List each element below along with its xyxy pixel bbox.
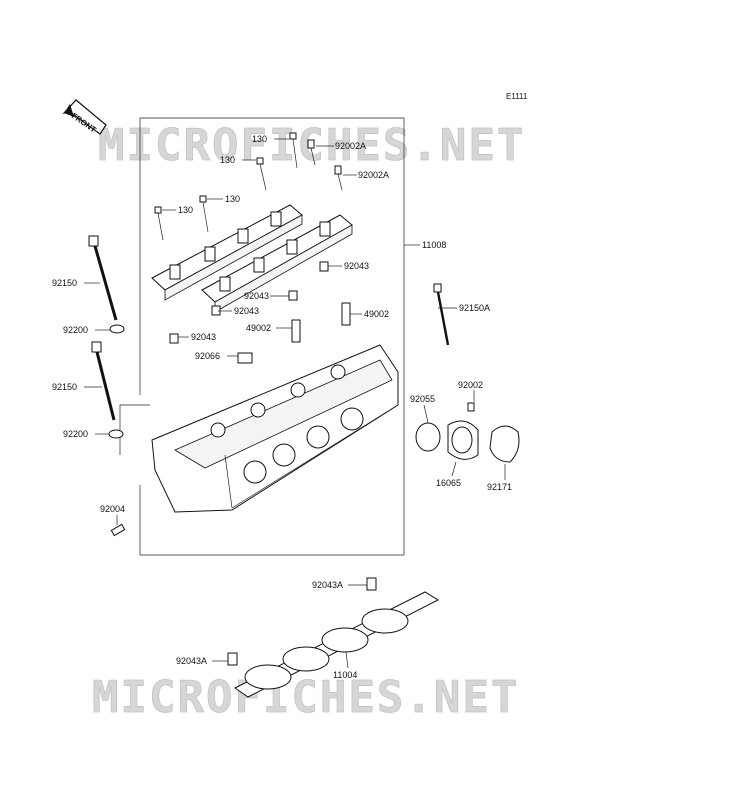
part-label: 92150 [52, 278, 77, 288]
part-label: 92200 [63, 325, 88, 335]
leader-lines [84, 138, 506, 669]
part-label: 130 [220, 155, 235, 165]
part-labels: 130 92002A 130 92002A 130 130 11008 9204… [52, 134, 512, 680]
part-label: 92043 [234, 306, 259, 316]
part-label: 92043A [312, 580, 343, 590]
part-label: 92043 [244, 291, 269, 301]
part-label: 130 [252, 134, 267, 144]
part-label: 92043A [176, 656, 207, 666]
part-label: 92150 [52, 382, 77, 392]
dowel-pins [110, 261, 377, 666]
camshaft-cap-upper [151, 204, 303, 301]
part-label: 92150A [459, 303, 490, 313]
part-label: 11004 [333, 670, 357, 680]
part-label: 11008 [422, 240, 446, 250]
head-bolts [88, 235, 450, 439]
part-label: 49002 [364, 309, 389, 319]
watermark-bottom: MICROFICHES.NET [92, 672, 519, 723]
part-label: 16065 [436, 478, 461, 488]
head-gasket [234, 591, 440, 698]
part-label: 130 [225, 194, 240, 204]
part-label: 92002A [358, 170, 389, 180]
part-label: 92002A [335, 141, 366, 151]
camshaft-cap-lower [201, 214, 353, 313]
part-label: 92043 [344, 261, 369, 271]
part-label: 130 [178, 205, 193, 215]
cap-bolts [154, 132, 343, 241]
intake-parts [415, 402, 520, 463]
part-label: 92004 [100, 504, 125, 514]
front-arrow-icon: FRONT [62, 99, 107, 135]
part-label: 92043 [191, 332, 216, 342]
assembly-bracket [119, 117, 420, 556]
diagram-code: E1111 [506, 92, 528, 101]
part-label: 49002 [246, 323, 271, 333]
part-label: 92200 [63, 429, 88, 439]
part-label: 92055 [410, 394, 435, 404]
part-label: 92171 [487, 482, 512, 492]
cylinder-head [151, 344, 399, 513]
part-label: 92066 [195, 351, 220, 361]
part-label: 92002 [458, 380, 483, 390]
